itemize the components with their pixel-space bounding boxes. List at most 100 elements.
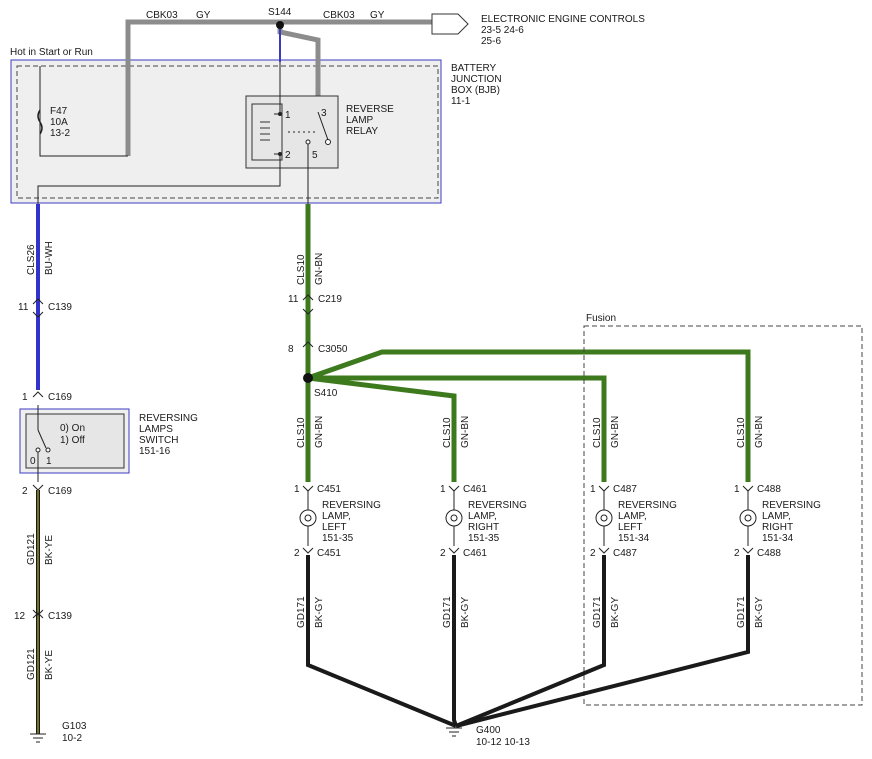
lamp-bottom-pin: 2: [294, 548, 300, 559]
bjb-outer-box: [10, 59, 442, 204]
g400-ref: 10-12 10-13: [476, 737, 530, 748]
switch-pos1: 1: [46, 456, 52, 467]
lamp-bottom-connector-icon: [302, 547, 314, 554]
switch-label-3: SWITCH: [139, 435, 178, 446]
lamp-label-3: RIGHT: [762, 522, 793, 533]
c219-label: C219: [318, 294, 342, 305]
lamp-label-3: LEFT: [618, 522, 642, 533]
s144-label: S144: [268, 7, 292, 18]
bjb-ref: 11-1: [451, 96, 471, 107]
lamp-top-connector-label: C461: [463, 484, 487, 495]
eec-ref-1: 23-5 24-6: [481, 25, 524, 36]
cbk03-left-label: CBK03: [146, 10, 178, 21]
lamp-filament-icon: [450, 514, 458, 522]
lamp-bottom-connector-icon: [742, 547, 754, 554]
cls26-color: BU-WH: [44, 241, 55, 275]
switch-off-label: 1) Off: [60, 435, 85, 446]
relay-pin1: 1: [285, 110, 291, 121]
gd121-mid-color: BK-YE: [44, 535, 55, 565]
cls10-main-color: GN-BN: [314, 253, 325, 285]
lamp-top-pin: 1: [294, 484, 300, 495]
lamp-filament-icon: [304, 514, 312, 522]
lamp-label-1: REVERSING: [468, 500, 527, 511]
lamp-ground-color: BK-GY: [460, 597, 471, 628]
c139b-pin: 12: [14, 611, 26, 622]
relay-pin5-dot: [305, 139, 311, 145]
lamp-ground-wire: [455, 555, 750, 728]
c139-label: C139: [48, 302, 72, 313]
lamp-ref: 151-34: [762, 533, 794, 544]
fusion-label: Fusion: [586, 313, 616, 324]
lamp-ground-code: GD171: [592, 596, 603, 628]
lamp-filament-icon: [600, 514, 608, 522]
g103-ground-icon: [30, 733, 46, 743]
lamp-bottom-connector-label: C488: [757, 548, 781, 559]
switch-label-2: LAMPS: [139, 424, 173, 435]
lamp-bottom-connector-label: C487: [613, 548, 637, 559]
lamp-ground-color: BK-GY: [754, 597, 765, 628]
lamp-label-2: LAMP,: [618, 511, 647, 522]
c169-top-label: C169: [48, 392, 72, 403]
s410-branch-wires: [305, 349, 751, 482]
relay-label-1: REVERSE: [346, 104, 394, 115]
bjb-label-3: BOX (BJB): [451, 85, 500, 96]
c169-top-pin: 1: [22, 392, 28, 403]
fuse-amp: 10A: [50, 117, 68, 128]
lamp-ground-color: BK-GY: [610, 597, 621, 628]
gy-right-label: GY: [370, 10, 385, 21]
lamp-top-pin: 1: [734, 484, 740, 495]
lamp-ground-wire: [306, 555, 457, 728]
s144-splice-dot: [276, 21, 284, 29]
switch-ref: 151-16: [139, 446, 171, 457]
lamp-bottom-pin: 2: [734, 548, 740, 559]
lamp-top-pin: 1: [440, 484, 446, 495]
relay-pin3: 3: [321, 108, 327, 119]
gd121-bot-code: GD121: [26, 648, 37, 680]
switch-on-label: 0) On: [60, 423, 85, 434]
g400-ground-icon: [446, 727, 462, 737]
s410-label: S410: [314, 388, 338, 399]
switch-pos0: 0: [30, 456, 36, 467]
relay-pin2-dot: [278, 152, 282, 156]
lamp-ref: 151-34: [618, 533, 650, 544]
switch-pos0-dot: [35, 447, 41, 453]
hot-label: Hot in Start or Run: [10, 47, 93, 58]
lamp-label-2: LAMP,: [468, 511, 497, 522]
fuse-name: F47: [50, 106, 68, 117]
lamp-top-connector-label: C451: [317, 484, 341, 495]
lamp-wire-color: GN-BN: [610, 416, 621, 448]
s410-splice-dot: [303, 373, 313, 383]
bjb-inner-dashed-box: [16, 65, 439, 199]
relay-contact-dot: [325, 139, 331, 145]
switch-contact-icon: [37, 429, 47, 449]
lamp-bulb-icon: [595, 509, 613, 527]
eec-title: ELECTRONIC ENGINE CONTROLS: [481, 14, 645, 25]
cbk03-wire: [125, 19, 432, 156]
c139b-label: C139: [48, 611, 72, 622]
cbk03-right-label: CBK03: [323, 10, 355, 21]
lamp-top-connector-label: C487: [613, 484, 637, 495]
relay-box: [245, 95, 339, 169]
cls10-main-code: CLS10: [296, 254, 307, 285]
bjb-label-2: JUNCTION: [451, 74, 502, 85]
lamp-bottom-connector-icon: [598, 547, 610, 554]
lamp-ground-color: BK-GY: [314, 597, 325, 628]
lamp-bulb-icon: [299, 509, 317, 527]
c169-bot-connector-icon: [32, 484, 44, 491]
lamp-top-connector-label: C488: [757, 484, 781, 495]
c219-pin: 11: [288, 294, 299, 305]
fusion-box: [583, 325, 863, 706]
c3050-label: C3050: [318, 344, 348, 355]
c169-top-connector-icon: [32, 391, 44, 398]
lamp-label-1: REVERSING: [762, 500, 821, 511]
relay-pin2: 2: [285, 150, 291, 161]
c3050-pin: 8: [288, 344, 294, 355]
lamp-label-2: LAMP,: [762, 511, 791, 522]
lamp-bottom-connector-label: C461: [463, 548, 487, 559]
lamp-wire-code: CLS10: [442, 417, 453, 448]
c169-bot-label: C169: [48, 486, 72, 497]
relay-label-2: LAMP: [346, 115, 374, 126]
switch-inner-box: [25, 413, 125, 469]
lamp-ref: 151-35: [468, 533, 500, 544]
